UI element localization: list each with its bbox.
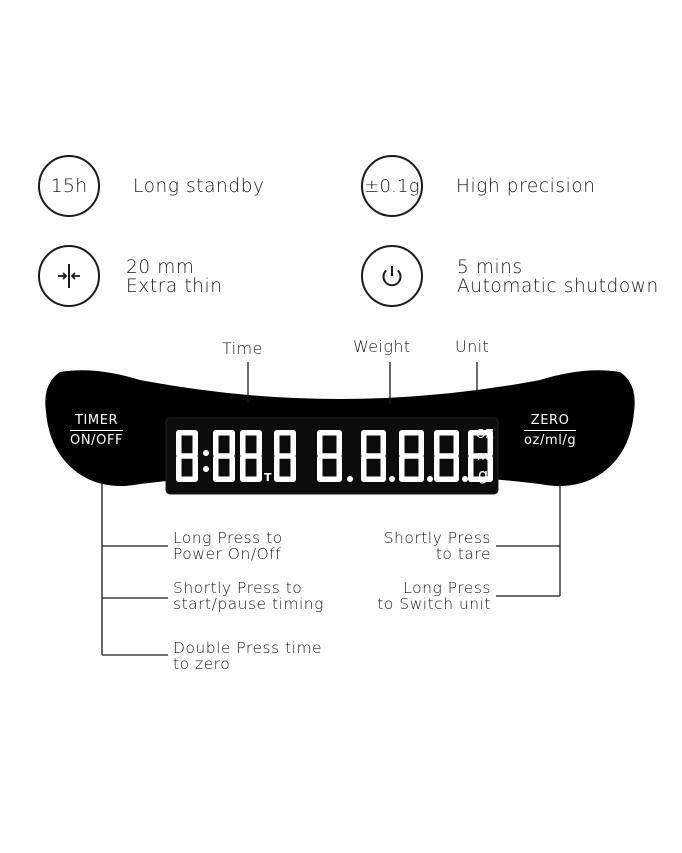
segment-weight-digit-3 [399, 430, 424, 482]
segment-display: T [176, 430, 493, 484]
segment-weight-digit-1 [317, 430, 342, 482]
unit-label: Unit [455, 337, 490, 356]
annotation-timing-line2: start/pause timing [173, 595, 324, 613]
timer-button[interactable]: TIMER ON/OFF [70, 412, 124, 450]
unit-ml: ml [477, 449, 493, 463]
brand-logo: normcore [285, 491, 380, 511]
annotation-power-line1: Long Press to [173, 529, 283, 547]
zero-button[interactable]: ZERO oz/ml/g [524, 412, 577, 450]
compress-arrows-icon [58, 264, 80, 288]
standby-label: Long standby [133, 176, 265, 197]
thin-label-line1: 20 mm [126, 257, 195, 278]
shutdown-badge [361, 245, 423, 307]
zero-button-top: ZERO [530, 413, 570, 428]
annotation-reset-line1: Double Press time [173, 639, 323, 657]
weight-label: Weight [353, 337, 411, 356]
annotation-unit-line1: Long Press [403, 579, 491, 597]
standby-badge: 15h [38, 155, 100, 217]
segment-digit-2 [213, 430, 235, 482]
segment-decimal-dot [427, 476, 433, 482]
precision-badge-text: ±0.1g [364, 175, 420, 197]
time-label: Time [222, 339, 263, 358]
segment-weight-digit-4 [434, 430, 459, 482]
segment-digit-1 [176, 430, 198, 482]
segment-colon-dot [203, 450, 209, 456]
shutdown-label-line1: 5 mins [457, 257, 523, 278]
unit-oz: OZ [476, 427, 494, 441]
annotation-tare-line1: Shortly Press [383, 529, 491, 547]
precision-badge: ±0.1g [361, 155, 423, 217]
segment-weight-digit-5 [468, 430, 493, 482]
segment-decimal-dot [462, 476, 468, 482]
segment-decimal-dot [389, 476, 395, 482]
annotation-reset-line2: to zero [173, 655, 231, 673]
annotation-unit-line2: to Switch unit [377, 595, 491, 613]
timer-button-bottom: ON/OFF [70, 430, 124, 450]
precision-label: High precision [456, 176, 596, 197]
annotation-timing-line1: Shortly Press to [173, 579, 303, 597]
unit-g: g [478, 465, 489, 484]
segment-weight-digit-2 [361, 430, 386, 482]
thin-badge [38, 245, 100, 307]
segment-digit-4 [274, 430, 296, 482]
segment-digit-3 [240, 430, 262, 482]
segment-colon-dot [203, 466, 209, 472]
segment-decimal-dot [347, 476, 353, 482]
power-icon [382, 266, 402, 287]
standby-badge-text: 15h [50, 175, 88, 197]
tare-indicator: T [264, 471, 272, 484]
thin-label-line2: Extra thin [126, 276, 223, 297]
timer-button-top: TIMER [74, 413, 119, 428]
annotation-tare-line2: to tare [435, 545, 491, 563]
shutdown-label-line2: Automatic shutdown [457, 276, 659, 297]
annotation-power-line2: Power On/Off [173, 545, 282, 563]
zero-button-bottom: oz/ml/g [524, 430, 577, 450]
